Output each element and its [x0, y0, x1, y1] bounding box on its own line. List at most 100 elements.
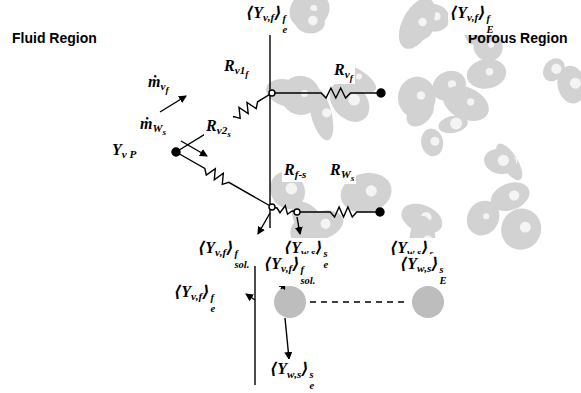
node-dot — [376, 208, 384, 216]
flow-arrow — [160, 96, 186, 112]
label-text: w,s — [287, 368, 301, 380]
dashed-line — [310, 301, 408, 302]
label-text: v — [160, 80, 165, 92]
solid-grain — [539, 54, 570, 86]
label-text: f — [165, 85, 168, 95]
label-text: ⟩ — [301, 360, 308, 377]
label-text: ⟩ — [274, 4, 281, 21]
label-text: v,f — [281, 262, 292, 274]
label-text: s — [351, 173, 355, 183]
label-text: ⟩ — [226, 239, 233, 256]
solid-grain — [337, 168, 396, 218]
label-text: f-s — [295, 168, 307, 180]
label-text: E — [440, 275, 447, 286]
junction-circle — [294, 209, 300, 215]
script-stack: sE — [440, 264, 447, 286]
concentration-label: ⟨Yw,s⟩se — [268, 359, 316, 391]
pore-dot — [356, 74, 362, 80]
interface-line — [254, 266, 255, 385]
label-text: ⟨Y — [264, 255, 281, 272]
label-text: s — [227, 129, 231, 139]
resistor-symbol — [272, 206, 297, 215]
label-text: s — [162, 127, 166, 137]
concentration-label: ⟨Yv,f⟩fsol. — [196, 238, 251, 270]
script-stack: fsol. — [234, 248, 249, 270]
label-text: f — [210, 292, 215, 303]
label-text: s — [310, 369, 315, 380]
label-text: Fluid Region — [12, 30, 97, 46]
label-text: v,f — [467, 11, 478, 23]
label-text: v P — [122, 148, 137, 160]
label-text: ⟨Y — [198, 239, 215, 256]
solid-grain — [481, 146, 519, 178]
pore-dot — [418, 18, 426, 26]
label-text: ⟩ — [292, 255, 299, 272]
pore-dot — [467, 98, 474, 105]
pore-dot — [322, 108, 331, 117]
script-stack: fsol. — [300, 264, 315, 286]
script-stack: se — [324, 248, 329, 270]
concentration-label: ⟨Yv,f⟩fE — [448, 3, 496, 35]
label-text: ⟩ — [202, 283, 209, 300]
region-label: Fluid Region — [10, 30, 99, 47]
label-text: sol. — [234, 259, 249, 270]
script-stack: se — [310, 369, 315, 391]
script-stack: fe — [282, 13, 287, 35]
leader-arrow — [246, 294, 255, 300]
resistor-label: Rvf — [332, 60, 355, 84]
resistor-symbol — [272, 88, 381, 98]
pore-dot — [417, 91, 426, 100]
flow-label: ṁvf — [146, 72, 171, 96]
pore-dot — [450, 118, 462, 130]
leader-arrow — [285, 318, 289, 359]
pore-dot — [483, 213, 489, 219]
label-text: ṁ — [140, 115, 152, 132]
node-dot — [377, 89, 385, 97]
junction-circle — [269, 204, 275, 210]
label-text: R — [224, 57, 235, 74]
label-text: e — [282, 24, 287, 35]
script-stack: fE — [486, 13, 493, 35]
label-text: ⟨Y — [270, 360, 287, 377]
junction-circle — [269, 90, 275, 96]
label-text: R — [334, 61, 345, 78]
solid-grain — [328, 57, 380, 98]
pore-dot — [520, 222, 531, 233]
label-text: v2 — [217, 124, 228, 136]
label-text: v,f — [263, 11, 274, 23]
label-text: W — [341, 168, 351, 180]
pore-dot — [321, 219, 331, 229]
label-text: v,f — [191, 290, 202, 302]
label-text: Y — [112, 141, 122, 158]
node-label: Yv P — [110, 140, 138, 162]
resistor-symbol — [176, 93, 272, 152]
label-text: v,f — [215, 246, 226, 258]
label-text: E — [486, 24, 493, 35]
label-text: W — [152, 122, 162, 134]
pore-dot — [308, 16, 318, 26]
label-text: f — [486, 13, 493, 24]
resistor-label: RWs — [328, 160, 356, 184]
solid-grain — [465, 56, 509, 92]
label-text: e — [210, 303, 215, 314]
label-text: v — [345, 68, 350, 80]
solid-grain — [294, 9, 326, 35]
porous-medium — [263, 0, 581, 268]
label-text: ⟨Y — [400, 255, 417, 272]
solid-particle — [274, 286, 306, 318]
label-text: R — [284, 161, 295, 178]
concentration-label: ⟨Yw,s⟩sE — [398, 254, 449, 286]
label-text: e — [324, 259, 329, 270]
label-text: ⟨Y — [450, 4, 467, 21]
solid-grain — [283, 0, 336, 36]
pore-dot — [570, 78, 581, 89]
solid-grain — [419, 127, 445, 158]
pore-dot — [498, 155, 509, 166]
label-text: ⟩ — [478, 4, 485, 21]
label-text: ⟨Y — [246, 4, 263, 21]
solid-grain — [437, 79, 494, 128]
resistor-label: Rv1f — [222, 56, 250, 80]
label-text: f — [245, 69, 248, 79]
resistor-symbol — [297, 207, 380, 217]
